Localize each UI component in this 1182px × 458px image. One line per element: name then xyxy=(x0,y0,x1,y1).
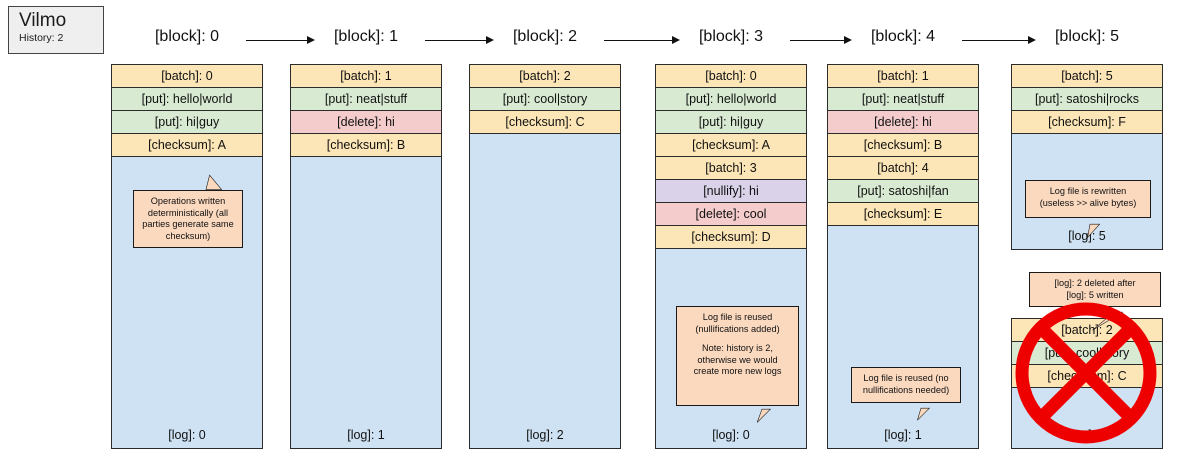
log-entry-delete: [delete]: hi xyxy=(291,111,441,134)
callout-tail xyxy=(1090,303,1150,343)
log-free-space: [log]: 2 xyxy=(1012,388,1162,448)
log-file-name: [log]: 2 xyxy=(526,428,564,442)
log-entry-put: [put]: neat|stuff xyxy=(291,88,441,111)
log-entry-checksum: [checksum]: D xyxy=(656,226,806,249)
log-entry-put: [put]: satoshi|fan xyxy=(828,180,978,203)
callout-tail xyxy=(1066,215,1126,255)
log-entry-checksum: [checksum]: C xyxy=(1012,365,1162,388)
log-entry-batch: [batch]: 3 xyxy=(656,157,806,180)
block-header-1: [block]: 1 xyxy=(319,26,413,48)
log-free-space: [log]: 2 xyxy=(470,134,620,448)
log-entry-put: [put]: neat|stuff xyxy=(828,88,978,111)
log-entry-batch: [batch]: 1 xyxy=(291,65,441,88)
block-header-5: [block]: 5 xyxy=(1040,26,1134,48)
block-header-label: [block]: 2 xyxy=(512,28,578,45)
block-arrow-1-to-2 xyxy=(425,36,494,46)
log-file-name: [log]: 0 xyxy=(168,428,206,442)
log-file-name: [log]: 5 xyxy=(1068,229,1106,243)
callout-line: Log file is reused xyxy=(702,312,773,322)
callout-line: Log file is reused (no xyxy=(863,373,949,383)
log-file-box[interactable]: [batch]: 0[put]: hello|world[put]: hi|gu… xyxy=(111,64,263,449)
callout-tail xyxy=(182,166,242,206)
block-header-label: [block]: 1 xyxy=(333,28,399,45)
annotation-callout: [log]: 2 deleted after[log]: 5 written xyxy=(1029,272,1161,308)
log-file-name: [log]: 1 xyxy=(347,428,385,442)
log-entry-checksum: [checksum]: A xyxy=(656,134,806,157)
log-file-box[interactable]: [batch]: 1[put]: neat|stuff[delete]: hi[… xyxy=(290,64,442,449)
log-entry-put: [put]: hi|guy xyxy=(656,111,806,134)
block-arrow-2-to-3 xyxy=(604,36,680,46)
log-entry-nullify: [nullify]: hi xyxy=(656,180,806,203)
block-arrow-0-to-1 xyxy=(246,36,315,46)
log-entry-batch: [batch]: 1 xyxy=(828,65,978,88)
log-entry-put: [put]: hi|guy xyxy=(112,111,262,134)
callout-tail xyxy=(738,400,798,440)
annotation-callout: Log file is reused(nullifications added)… xyxy=(676,306,799,406)
block-arrow-4-to-5 xyxy=(962,36,1036,46)
log-entry-put: [put]: cool|story xyxy=(1012,342,1162,365)
callout-line: nullifications needed) xyxy=(862,384,950,395)
log-entry-delete: [delete]: hi xyxy=(828,111,978,134)
log-free-space: [log]: 1 xyxy=(828,226,978,448)
block-header-3: [block]: 3 xyxy=(684,26,778,48)
log-entry-put: [put]: cool|story xyxy=(470,88,620,111)
log-entry-checksum: [checksum]: C xyxy=(470,111,620,134)
log-entry-put: [put]: hello|world xyxy=(112,88,262,111)
log-entry-batch: [batch]: 2 xyxy=(470,65,620,88)
callout-line: otherwise we would xyxy=(697,354,778,365)
log-entry-checksum: [checksum]: B xyxy=(828,134,978,157)
app-title: Vilmo xyxy=(19,10,67,31)
vilmo-badge: Vilmo History: 2 xyxy=(8,6,104,54)
block-header-4: [block]: 4 xyxy=(856,26,950,48)
log-entry-checksum: [checksum]: B xyxy=(291,134,441,157)
block-header-label: [block]: 0 xyxy=(154,28,220,45)
log-file-box[interactable]: [batch]: 5[put]: satoshi|rocks[checksum]… xyxy=(1011,64,1163,250)
log-entry-delete: [delete]: cool xyxy=(656,203,806,226)
callout-line: [log]: 2 deleted after xyxy=(1054,278,1136,288)
callout-tail xyxy=(897,399,957,439)
log-entry-batch: [batch]: 0 xyxy=(112,65,262,88)
block-arrow-3-to-4 xyxy=(790,36,852,46)
block-header-0: [block]: 0 xyxy=(140,26,234,48)
callout-spacer xyxy=(681,335,794,343)
log-free-space: [log]: 1 xyxy=(291,157,441,448)
callout-line: [log]: 5 written xyxy=(1066,289,1124,300)
log-entry-checksum: [checksum]: A xyxy=(112,134,262,157)
callout-line: (useless >> alive bytes) xyxy=(1039,197,1137,208)
callout-line: create more new logs xyxy=(693,366,782,377)
callout-line: (nullifications added) xyxy=(695,323,780,334)
log-entry-batch: [batch]: 5 xyxy=(1012,65,1162,88)
log-file-box[interactable]: [batch]: 2[put]: cool|story[checksum]: C… xyxy=(469,64,621,449)
log-entry-batch: [batch]: 4 xyxy=(828,157,978,180)
block-header-label: [block]: 5 xyxy=(1054,28,1120,45)
block-header-2: [block]: 2 xyxy=(498,26,592,48)
block-header-label: [block]: 3 xyxy=(698,28,764,45)
callout-line: checksum) xyxy=(165,230,211,241)
log-entry-checksum: [checksum]: F xyxy=(1012,111,1162,134)
callout-line: Note: history is 2, xyxy=(702,343,773,354)
log-entry-checksum: [checksum]: E xyxy=(828,203,978,226)
log-file-name: [log]: 1 xyxy=(884,428,922,442)
callout-line: Log file is rewritten xyxy=(1049,186,1127,196)
log-entry-batch: [batch]: 0 xyxy=(656,65,806,88)
annotation-callout: Log file is rewritten(useless >> alive b… xyxy=(1025,180,1151,218)
history-setting: History: 2 xyxy=(19,32,64,44)
block-header-label: [block]: 4 xyxy=(870,28,936,45)
log-entry-put: [put]: satoshi|rocks xyxy=(1012,88,1162,111)
callout-line: deterministically (all xyxy=(147,207,229,218)
callout-line: Operations written xyxy=(150,196,226,206)
callout-line: parties generate same xyxy=(142,219,234,230)
log-file-name: [log]: 2 xyxy=(1068,428,1106,442)
log-entry-put: [put]: hello|world xyxy=(656,88,806,111)
log-file-name: [log]: 0 xyxy=(712,428,750,442)
